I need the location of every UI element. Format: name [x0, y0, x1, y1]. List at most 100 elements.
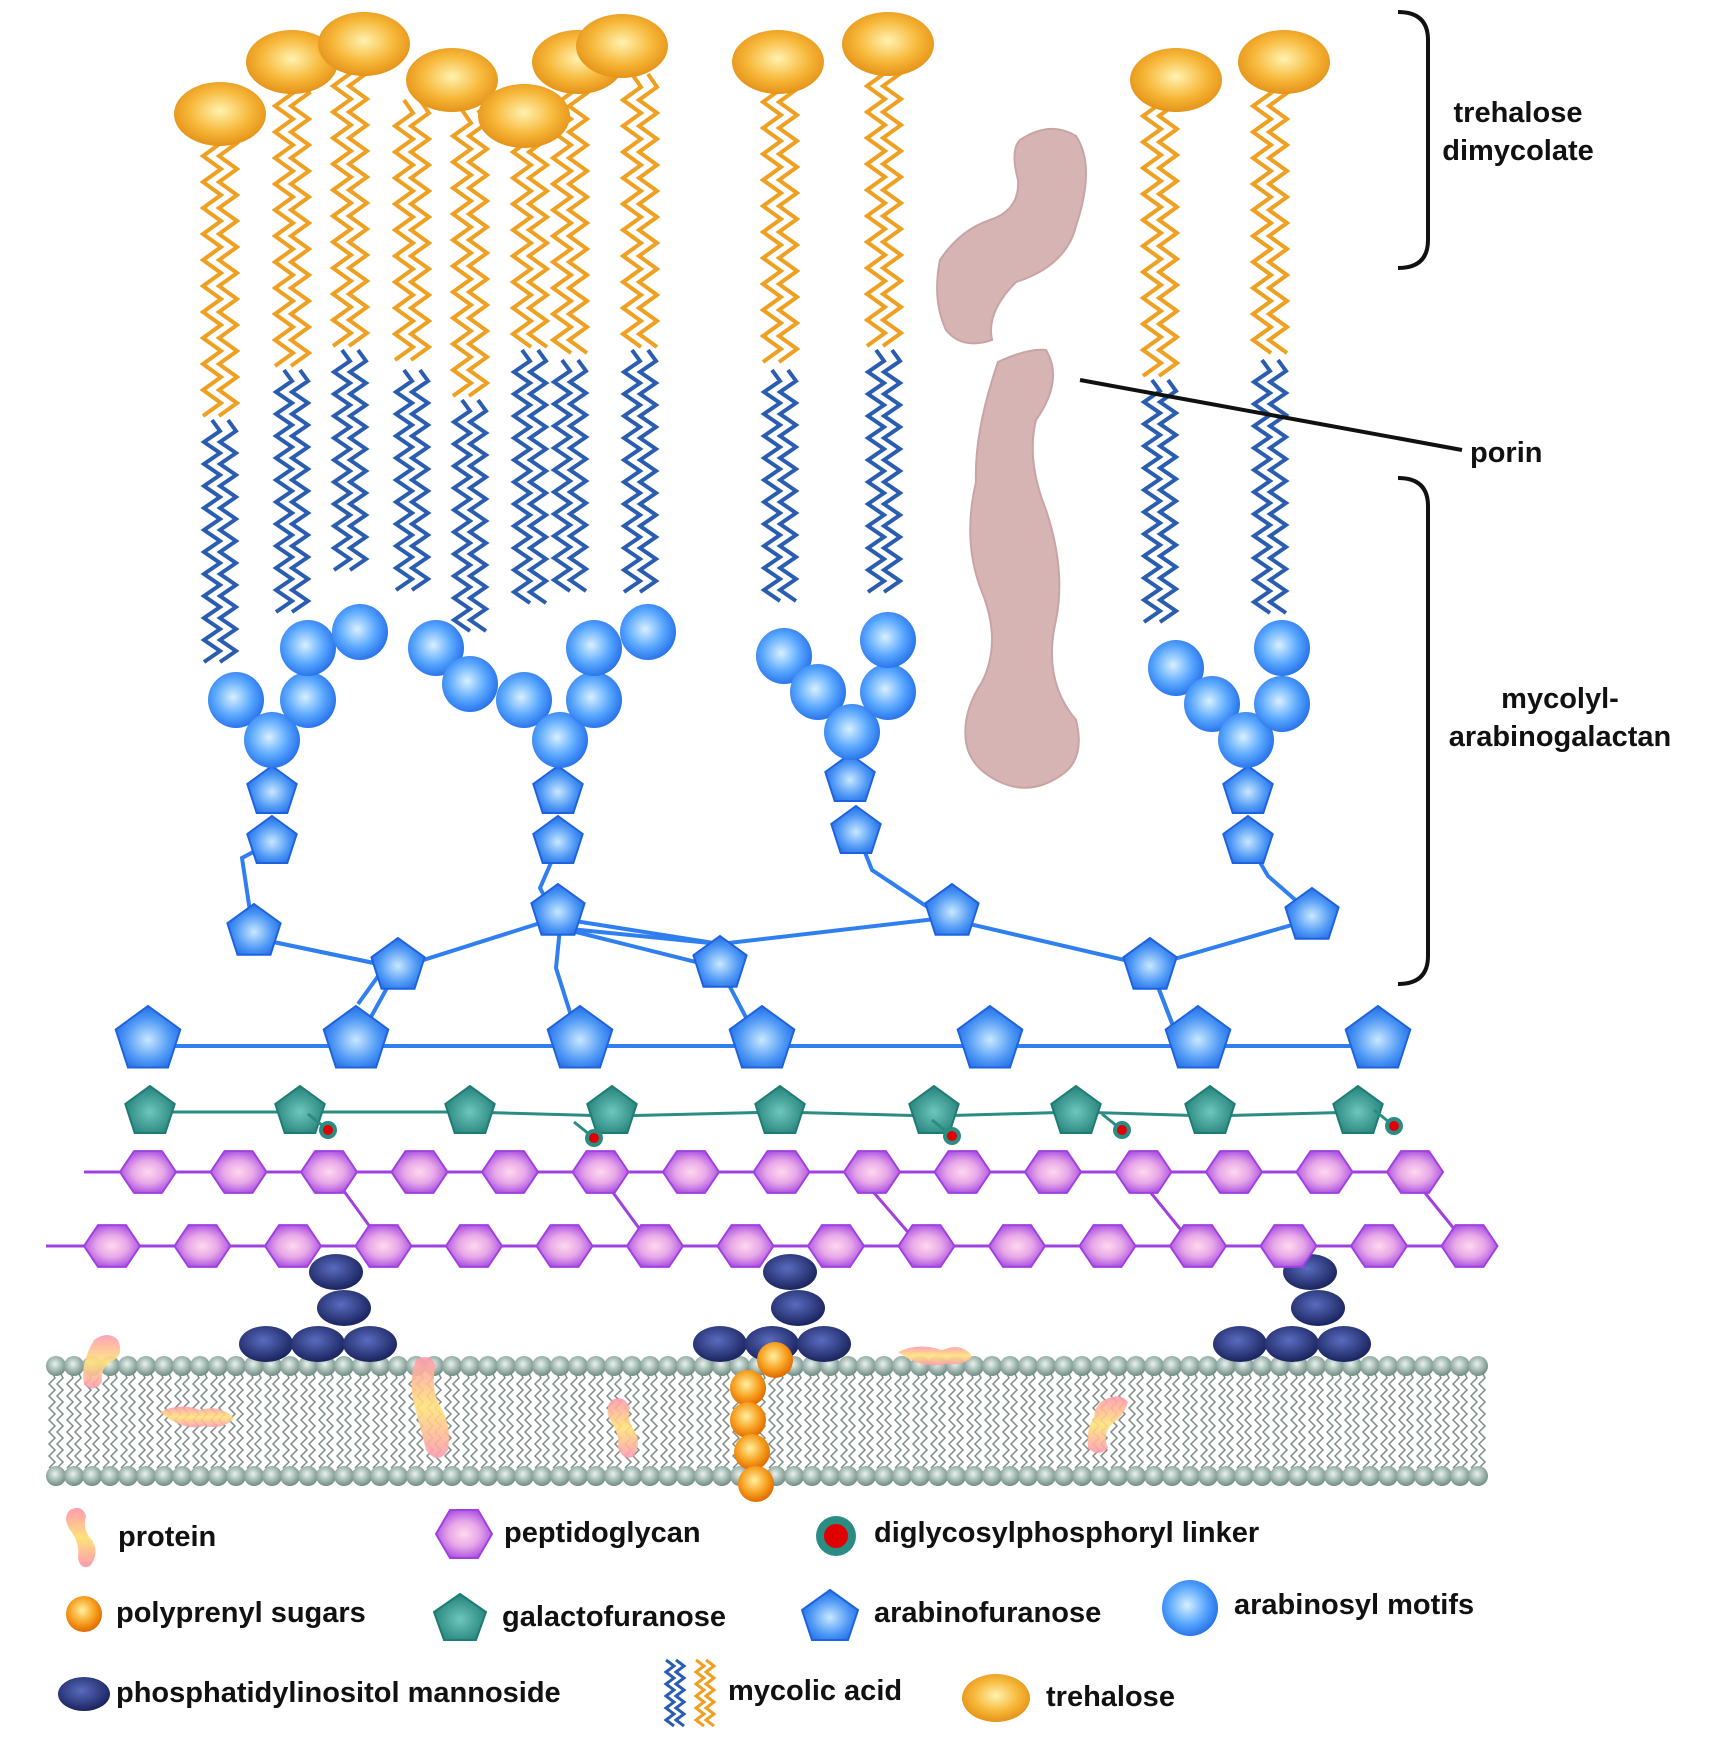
- mycolic-acid: [759, 74, 801, 603]
- peptidoglycan-unit: [535, 1224, 594, 1268]
- mycolic-chain-blue: [510, 348, 534, 605]
- lipid-head: [622, 1466, 642, 1486]
- lipid-tail: [1261, 1371, 1271, 1469]
- mycolic-chain-orange: [199, 128, 225, 418]
- lipid-tail: [451, 1371, 461, 1469]
- lipid-tail: [1315, 1371, 1325, 1469]
- trehalose-unit: [318, 12, 410, 76]
- lipid-tail: [389, 1371, 399, 1469]
- peptidoglycan-unit: [716, 1224, 775, 1268]
- lipid-tail: [1271, 1371, 1281, 1469]
- lipid-tail: [865, 1371, 875, 1469]
- arabinosyl-motif: [860, 612, 916, 668]
- lipid-tail: [469, 1371, 479, 1469]
- plasma-membrane: [46, 1356, 1488, 1486]
- arabinofuranose-unit: [824, 752, 876, 802]
- polyprenyl-sugar: [730, 1370, 766, 1406]
- lipid-head: [676, 1466, 696, 1486]
- linker-dot: [1389, 1121, 1399, 1131]
- lipid-head: [1396, 1466, 1416, 1486]
- pim-ellipse: [291, 1326, 345, 1362]
- lipid-tail: [713, 1371, 723, 1469]
- mycolic-acid: [1139, 88, 1181, 624]
- lipid-head: [262, 1466, 282, 1486]
- lipid-head: [964, 1466, 984, 1486]
- peptidoglycan-unit: [987, 1224, 1047, 1268]
- membrane-protein: [1087, 1396, 1128, 1453]
- linker-dot: [1117, 1125, 1127, 1135]
- lipid-tail: [605, 1371, 615, 1469]
- lipid-head: [1108, 1466, 1128, 1486]
- mycolic-chain-orange: [329, 58, 355, 348]
- lipid-tail: [1037, 1371, 1047, 1469]
- lipid-tail: [1369, 1371, 1379, 1469]
- membrane-protein-layer: [83, 1335, 1128, 1458]
- lipid-head: [460, 1466, 480, 1486]
- legend-item-peptidoglycan: peptidoglycan: [434, 1509, 701, 1559]
- mycolic-chain-blue: [760, 368, 784, 603]
- lipid-head: [1396, 1356, 1416, 1376]
- lipid-head: [172, 1356, 192, 1376]
- pim-ellipse: [1291, 1290, 1345, 1326]
- linker-dot: [589, 1133, 599, 1143]
- lipid-tail: [461, 1371, 471, 1469]
- lipid-head: [352, 1466, 372, 1486]
- lipid-tail: [1135, 1371, 1145, 1469]
- legend-item-protein: protein: [66, 1508, 216, 1567]
- lipid-head: [892, 1466, 912, 1486]
- lipid-tail: [785, 1371, 795, 1469]
- arabinosyl-motif: [1254, 620, 1310, 676]
- lipid-head: [172, 1466, 192, 1486]
- lipid-head: [550, 1356, 570, 1376]
- lipid-head: [586, 1466, 606, 1486]
- pim-ellipse: [771, 1290, 825, 1326]
- mycolic-chain-orange: [271, 78, 297, 368]
- lipid-tail: [361, 1371, 371, 1469]
- brace-mycolyl-arabinogalactan: [1397, 476, 1430, 986]
- arabinofuranose-unit: [1122, 936, 1178, 990]
- label-porin: porin: [1470, 437, 1543, 469]
- arabinofuranose-unit: [924, 882, 980, 936]
- lipid-tail: [1063, 1371, 1073, 1469]
- lipid-tail: [1289, 1371, 1299, 1469]
- lipid-tail: [1405, 1371, 1415, 1469]
- legend-item-polyprenyl: polyprenyl sugars: [66, 1596, 366, 1632]
- arabinofuranose-unit: [246, 764, 298, 814]
- lipid-tail: [821, 1371, 831, 1469]
- lipid-head: [208, 1356, 228, 1376]
- lipid-head: [1360, 1356, 1380, 1376]
- lipid-head: [1306, 1356, 1326, 1376]
- lipid-head: [658, 1356, 678, 1376]
- lipid-head: [658, 1466, 678, 1486]
- lipid-tail: [911, 1371, 921, 1469]
- lipid-tail: [983, 1371, 993, 1469]
- arabinosyl-motif: [566, 672, 622, 728]
- label-mycolyl-line2: arabinogalactan: [1449, 721, 1671, 753]
- lipid-tail: [245, 1371, 255, 1469]
- arabinofuranose-unit: [728, 1004, 796, 1069]
- lipid-tail: [109, 1371, 119, 1469]
- mycolic-chain-orange: [1139, 88, 1165, 378]
- lipid-tail: [1343, 1371, 1353, 1469]
- lipid-head: [1360, 1466, 1380, 1486]
- mycolic-chain-blue: [330, 348, 354, 572]
- membrane-protein: [160, 1406, 234, 1428]
- lipid-tail: [1009, 1371, 1019, 1469]
- lipid-head: [1234, 1466, 1254, 1486]
- galactan-layer: [124, 1084, 1403, 1147]
- trehalose-unit: [732, 30, 824, 94]
- mycolic-chain-orange: [879, 58, 905, 348]
- porin-layer: [936, 128, 1087, 789]
- lipid-tail: [1127, 1371, 1137, 1469]
- lipid-head: [1468, 1466, 1488, 1486]
- pim-ellipse: [1317, 1326, 1371, 1362]
- lipid-tail: [1217, 1371, 1227, 1469]
- arabinofuranose-unit: [370, 936, 426, 990]
- lipid-tail: [857, 1371, 867, 1469]
- mycolic-chain-orange: [215, 128, 241, 418]
- lipid-head: [1018, 1356, 1038, 1376]
- mycolic-chain-orange: [775, 74, 801, 364]
- lipid-head: [1450, 1466, 1470, 1486]
- lipid-tail: [353, 1371, 363, 1469]
- trehalose-unit: [478, 84, 570, 148]
